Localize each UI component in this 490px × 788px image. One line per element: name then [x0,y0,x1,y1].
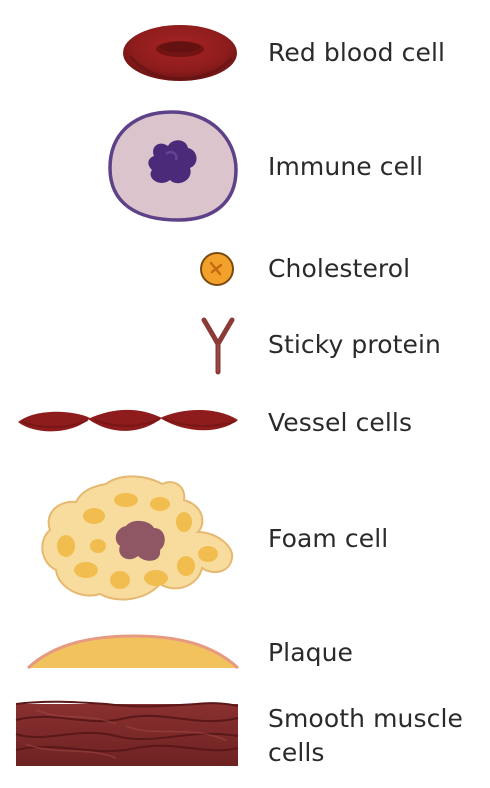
plaque-icon [26,634,240,670]
label-immune-cell: Immune cell [268,152,424,181]
label-foam-cell: Foam cell [268,524,389,553]
label-vessel-cells: Vessel cells [268,408,413,437]
label-smooth-muscle-cells: Smooth muscle cells [268,704,464,767]
foam-cell-icon [41,475,234,601]
vessel-cells-icon [18,409,238,432]
sticky-protein-icon [201,317,235,375]
red-blood-cell-icon [123,25,237,81]
cholesterol-icon [200,252,234,286]
label-cholesterol: Cholesterol [268,254,411,283]
label-red-blood-cell: Red blood cell [268,38,446,67]
immune-cell-icon [108,110,238,222]
label-sticky-protein: Sticky protein [268,330,441,359]
smooth-muscle-cells-icon [15,700,239,766]
label-plaque: Plaque [268,638,354,667]
